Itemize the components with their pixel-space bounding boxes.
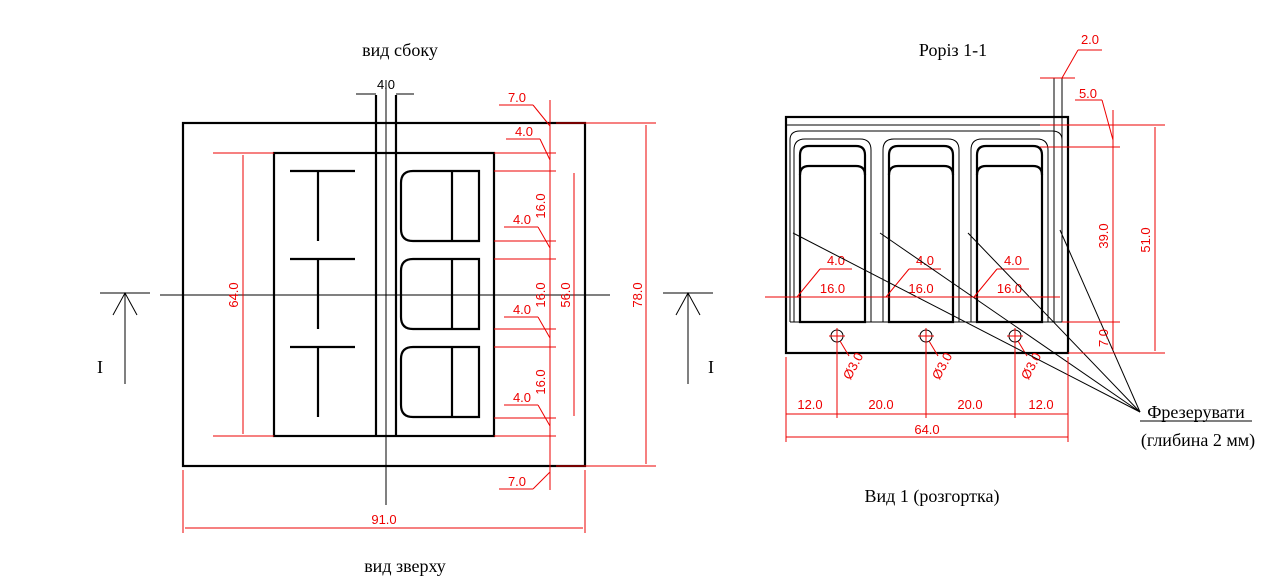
chain-dim-5: 4.0 [513,302,531,317]
left-dimensions: 64.0 78.0 56.0 91.0 7.04.016.04.016.04.0… [182,90,656,533]
section-outline [784,115,1070,355]
slot-right [399,257,481,331]
chain-dim-2: 16.0 [533,193,548,218]
right-dimensions: 2.0 5.0 39.0 51.0 7.0 12.0 20.0 20.0 12.0 6… [765,32,1165,442]
view1-title: Вид 1 (розгортка) [865,486,1000,507]
right-view: Ø3.0 4.0 16.0Ø3.0 4.0 16.0Ø3.0 4.0 16.0 Фрезер… [784,78,1255,451]
leader-line [879,232,1141,413]
chain-dim-3: 4.0 [513,212,531,227]
pocket-dim: 16.0 [997,281,1022,296]
hole-dim: Ø3.0 [1018,350,1044,382]
chain-dim-0: 7.0 [508,90,526,105]
leader-line [967,232,1141,413]
pocket [975,144,1044,324]
section-mark-right: I [708,357,714,377]
gap-dim: 4.0 [377,77,395,92]
dim-64: 64.0 [226,282,241,307]
chain-dim-8: 7.0 [508,474,526,489]
note-mill: Фрезерувати [1147,402,1245,422]
chain-dim-1: 4.0 [515,124,533,139]
dim-2: 2.0 [1081,32,1099,47]
dim-39: 39.0 [1096,223,1111,248]
dim-78: 78.0 [630,282,645,307]
wall-dim: 4.0 [827,253,845,268]
bottom-dim-3: 12.0 [1028,397,1053,412]
dim-51: 51.0 [1138,227,1153,252]
dim-5: 5.0 [1079,86,1097,101]
dim-7: 7.0 [1096,329,1111,347]
hole-dim: Ø3.0 [840,350,866,382]
dim-56: 56.0 [558,282,573,307]
section-title: Роріз 1-1 [919,40,987,60]
dim-91: 91.0 [371,512,396,527]
section-mark-left: I [97,357,103,377]
pocket [887,144,955,324]
pocket-dim: 16.0 [820,281,845,296]
dim-64-bottom: 64.0 [914,422,939,437]
note-depth: (глибина 2 мм) [1141,430,1255,451]
wall-dim: 4.0 [916,253,934,268]
leader-line [792,232,1141,413]
slot-right [399,345,481,419]
slot-right [399,169,481,243]
leader-line [1059,229,1141,413]
bottom-dim-2: 20.0 [957,397,982,412]
pocket [798,144,867,324]
bottom-dim-1: 20.0 [868,397,893,412]
chain-dim-4: 16.0 [533,282,548,307]
side-view-title: вид сбоку [362,40,438,60]
top-view-title: вид зверху [364,556,446,576]
chain-dim-7: 4.0 [513,390,531,405]
wall-dim: 4.0 [1004,253,1022,268]
hole-dim: Ø3.0 [929,350,955,382]
pocket-dim: 16.0 [908,281,933,296]
bottom-dim-0: 12.0 [797,397,822,412]
chain-dim-6: 16.0 [533,369,548,394]
left-view: 4.0 I I [97,77,714,505]
